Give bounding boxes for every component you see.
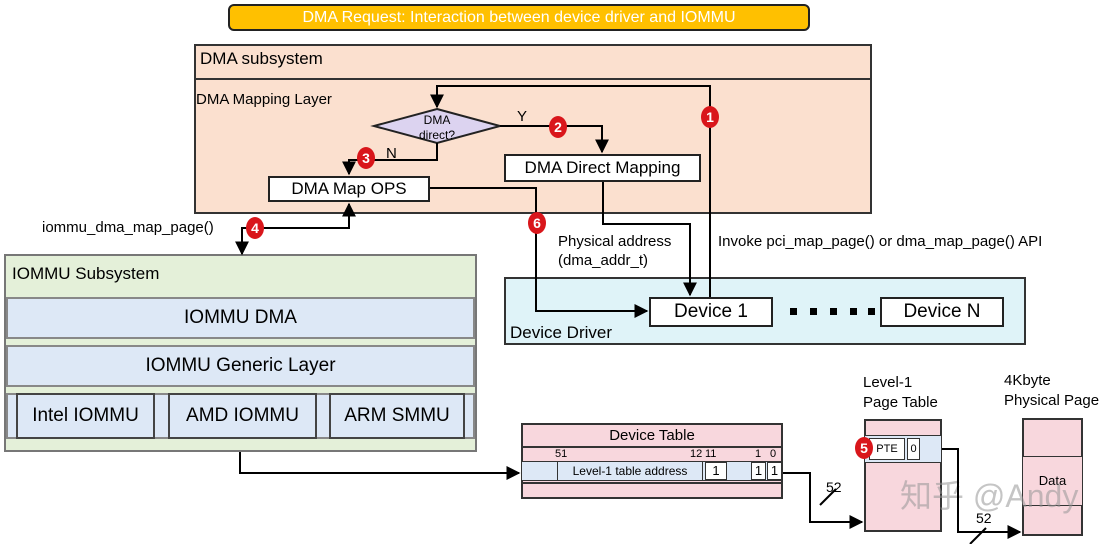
iommu-dma-map-page-label: iommu_dma_map_page() bbox=[42, 219, 214, 236]
invoke-api-label: Invoke pci_map_page() or dma_map_page() … bbox=[718, 233, 1043, 250]
step-badge-6: 6 bbox=[528, 212, 546, 234]
bit-51: 51 bbox=[555, 448, 568, 460]
device-driver-label: Device Driver bbox=[510, 323, 613, 342]
svg-text:5: 5 bbox=[860, 440, 868, 456]
pte-bit-field: 0 bbox=[907, 438, 920, 460]
no-label: N bbox=[386, 145, 397, 162]
arrow-direct-mapping-to-device1 bbox=[602, 182, 697, 297]
watermark: 知乎 @Andy bbox=[900, 478, 1079, 514]
svg-text:2: 2 bbox=[554, 119, 562, 135]
amd-iommu-box: AMD IOMMU bbox=[168, 393, 317, 439]
arm-smmu-box: ARM SMMU bbox=[329, 393, 465, 439]
step-badge-4: 4 bbox=[246, 217, 264, 239]
page-table-title-line2: Page Table bbox=[863, 394, 938, 411]
device-table-cell: 1 bbox=[751, 462, 766, 480]
device-table-bottom-line bbox=[521, 482, 783, 484]
svg-text:3: 3 bbox=[362, 150, 370, 166]
diagram-title: DMA Request: Interaction between device … bbox=[228, 4, 810, 31]
physical-address-label: Physical address bbox=[558, 233, 672, 250]
dma-mapping-layer-label: DMA Mapping Layer bbox=[196, 91, 332, 108]
arrow-no-to-map-ops bbox=[342, 143, 438, 176]
bus-slash-2 bbox=[969, 527, 987, 544]
dma-map-ops-box: DMA Map OPS bbox=[268, 176, 430, 202]
bit-11: 11 bbox=[705, 448, 717, 460]
arrow-iommu-call-bidirectional bbox=[235, 202, 356, 256]
arrow-device1-to-decision bbox=[430, 85, 711, 297]
step-badge-5: 5 bbox=[855, 437, 873, 459]
device-table-divider bbox=[521, 446, 783, 448]
step-badge-3: 3 bbox=[357, 147, 375, 169]
page-table-title-line1: Level-1 bbox=[863, 374, 913, 391]
svg-text:1: 1 bbox=[706, 109, 714, 125]
dma-direct-mapping-box: DMA Direct Mapping bbox=[504, 154, 701, 182]
device-table-cell: 1 bbox=[767, 462, 782, 480]
arrow-device-table-to-page-table bbox=[783, 472, 864, 529]
arrow-yes-to-direct-mapping bbox=[500, 125, 609, 154]
pte-field: PTE bbox=[869, 438, 905, 460]
iommu-generic-layer: IOMMU Generic Layer bbox=[6, 345, 475, 387]
arrow-page-table-to-physical-page bbox=[942, 448, 1022, 539]
level1-table-address-field: Level-1 table address bbox=[557, 462, 703, 480]
intel-iommu-box: Intel IOMMU bbox=[16, 393, 155, 439]
step-badge-2: 2 bbox=[549, 116, 567, 138]
bit-1: 1 bbox=[755, 448, 762, 460]
bus-slash-1 bbox=[819, 488, 837, 506]
device-table-cell: 1 bbox=[705, 462, 727, 480]
bus-width-2: 52 bbox=[976, 510, 992, 526]
device-table-label: Device Table bbox=[609, 427, 695, 444]
dma-subsystem-label: DMA subsystem bbox=[200, 49, 323, 68]
dma-subsystem-header bbox=[194, 44, 872, 80]
svg-text:6: 6 bbox=[533, 215, 541, 231]
dma-addr-t-label: (dma_addr_t) bbox=[558, 252, 649, 269]
physical-page-title-line2: Physical Page bbox=[1004, 392, 1100, 409]
device-ellipsis bbox=[790, 308, 875, 315]
iommu-dma-layer: IOMMU DMA bbox=[6, 297, 475, 339]
bit-12: 12 bbox=[690, 448, 703, 460]
iommu-subsystem-label: IOMMU Subsystem bbox=[12, 264, 160, 283]
svg-text:4: 4 bbox=[251, 220, 259, 236]
bus-width-1: 52 bbox=[826, 479, 842, 495]
arrow-map-ops-to-device1 bbox=[430, 187, 649, 318]
decision-line-2: direct? bbox=[419, 128, 455, 142]
yes-label: Y bbox=[517, 108, 527, 125]
physical-page-data: Data bbox=[1023, 456, 1082, 506]
arrow-iommu-to-device-table bbox=[239, 452, 521, 480]
decision-line-1: DMA bbox=[424, 113, 451, 127]
device-1-box: Device 1 bbox=[649, 297, 773, 327]
physical-page-title-line1: 4Kbyte bbox=[1004, 372, 1051, 389]
dma-direct-decision: DMA direct? bbox=[370, 107, 504, 145]
step-badge-1: 1 bbox=[701, 106, 719, 128]
device-n-box: Device N bbox=[880, 297, 1004, 327]
bit-0: 0 bbox=[770, 448, 777, 460]
